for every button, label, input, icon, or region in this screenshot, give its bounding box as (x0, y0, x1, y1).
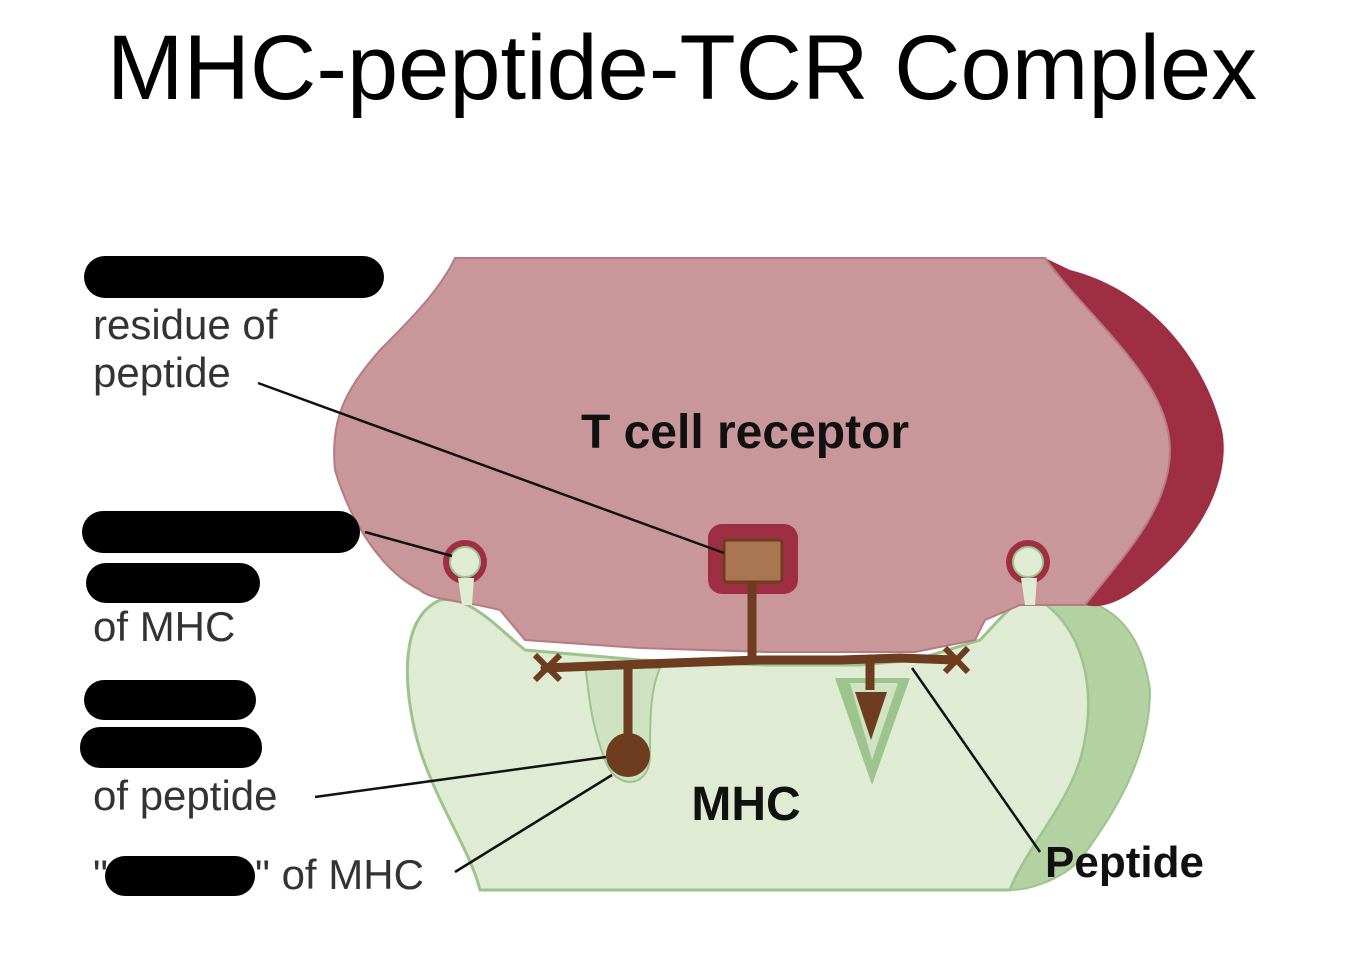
peptide-end-right (942, 645, 971, 675)
tcr-shape (333, 257, 1172, 653)
peptide-label: Peptide (1045, 838, 1204, 887)
page-title: MHC-peptide-TCR Complex (106, 17, 1258, 119)
leader-lines (257, 381, 1042, 874)
mhc-side (1008, 597, 1152, 892)
callout-1-line1: residue of (93, 301, 278, 348)
redaction-bar-6 (105, 856, 255, 896)
callout-4-quote: " (93, 851, 108, 898)
redaction-bar-5 (80, 727, 262, 768)
redaction-bar-3 (86, 563, 260, 603)
tcr-label: T cell receptor (581, 406, 909, 459)
callout-2-line1: of MHC (93, 603, 235, 650)
mhc-label: MHC (691, 778, 800, 831)
peptide-end-left (532, 652, 563, 683)
callout-1-line2: peptide (93, 349, 231, 396)
redaction-bar-1 (84, 256, 384, 298)
tcr-side (1045, 258, 1224, 607)
pocket-residue (855, 692, 887, 740)
redaction-bar-4 (84, 680, 256, 720)
callout-3-line1: of peptide (93, 772, 278, 819)
redaction-bar-2 (82, 511, 360, 553)
callout-4-tail: " of MHC (255, 851, 424, 898)
peptide-backbone (540, 653, 960, 673)
anchor-residue (606, 733, 650, 777)
tcr-contact-residue (722, 538, 784, 584)
